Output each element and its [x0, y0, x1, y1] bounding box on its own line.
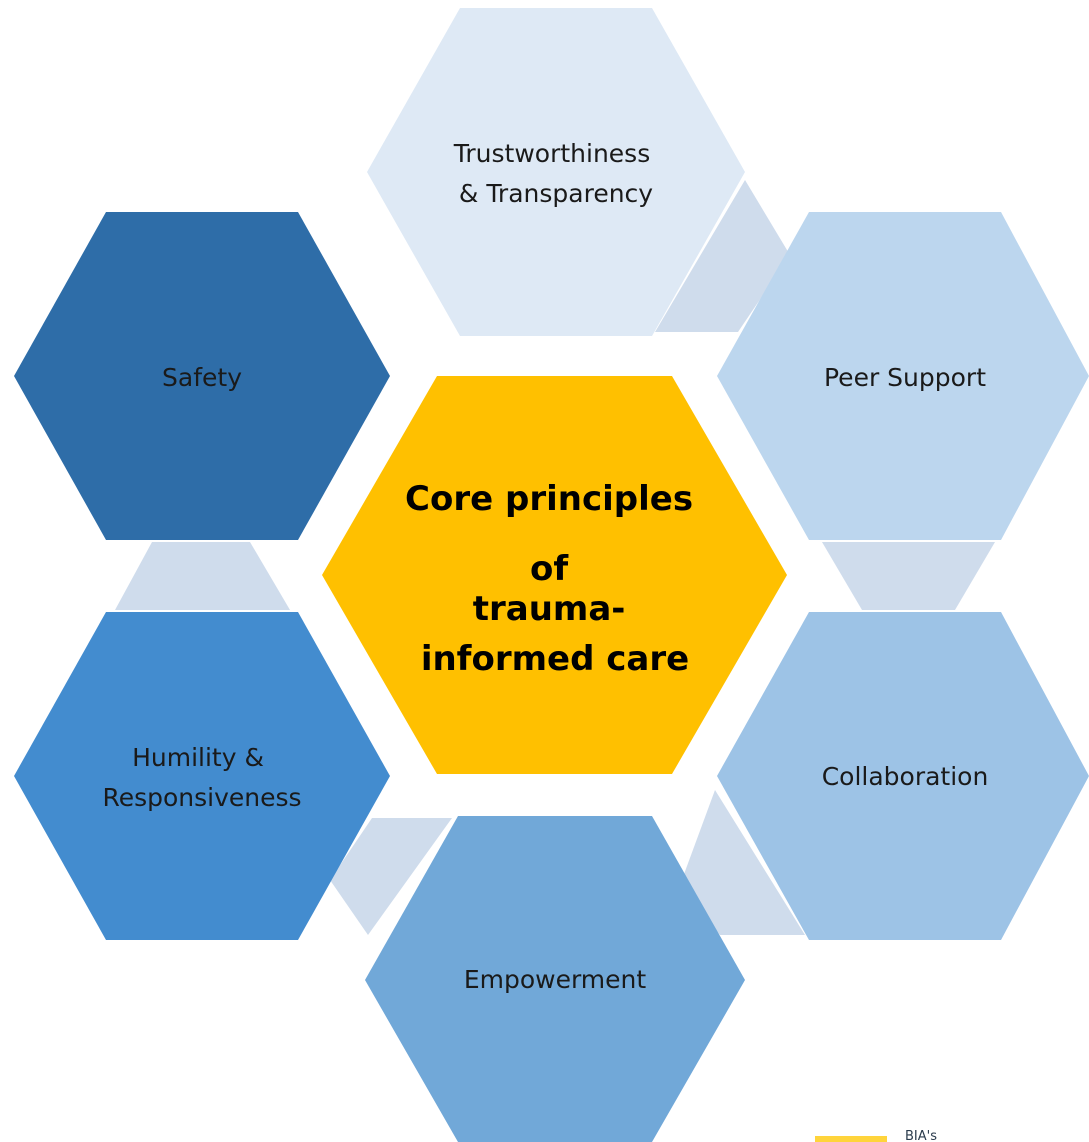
- connector-collab-empower: [680, 790, 805, 935]
- connectors: [115, 180, 995, 935]
- center-title: Core principles of trauma- informed care: [405, 479, 705, 679]
- center-hex-shape: [322, 376, 787, 774]
- hex-safety: Safety: [14, 212, 390, 540]
- connector-empower-humility: [330, 818, 452, 935]
- hex-shape: [14, 612, 390, 940]
- hex-shape: [365, 816, 745, 1142]
- hex-label: Peer Support: [824, 363, 986, 392]
- hex-center: Core principles of trauma- informed care: [322, 376, 787, 774]
- hex-shape: [717, 612, 1089, 940]
- hex-label: Collaboration: [822, 762, 989, 791]
- hex-shape: [367, 8, 745, 336]
- connector-humility-safety: [115, 542, 290, 610]
- hex-collaboration: Collaboration: [717, 612, 1089, 940]
- logo: BIA's: [815, 1129, 937, 1142]
- hex-label: Safety: [162, 363, 242, 392]
- logo-text: BIA's: [905, 1129, 937, 1142]
- hex-label: Empowerment: [464, 965, 647, 994]
- hex-shape: [717, 212, 1089, 540]
- hex-humility: Humility & Responsiveness: [14, 612, 390, 940]
- hex-label: Trustworthiness & Transparency: [453, 139, 658, 208]
- connector-peer-collab: [822, 542, 995, 610]
- connector-trust-peer: [655, 180, 790, 332]
- hex-empowerment: Empowerment: [365, 816, 745, 1142]
- logo-accent-bar: [815, 1136, 887, 1142]
- hex-shape: [14, 212, 390, 540]
- hex-label: Humility & Responsiveness: [102, 743, 301, 812]
- hex-trustworthiness: Trustworthiness & Transparency: [367, 8, 745, 336]
- hex-peer-support: Peer Support: [717, 212, 1089, 540]
